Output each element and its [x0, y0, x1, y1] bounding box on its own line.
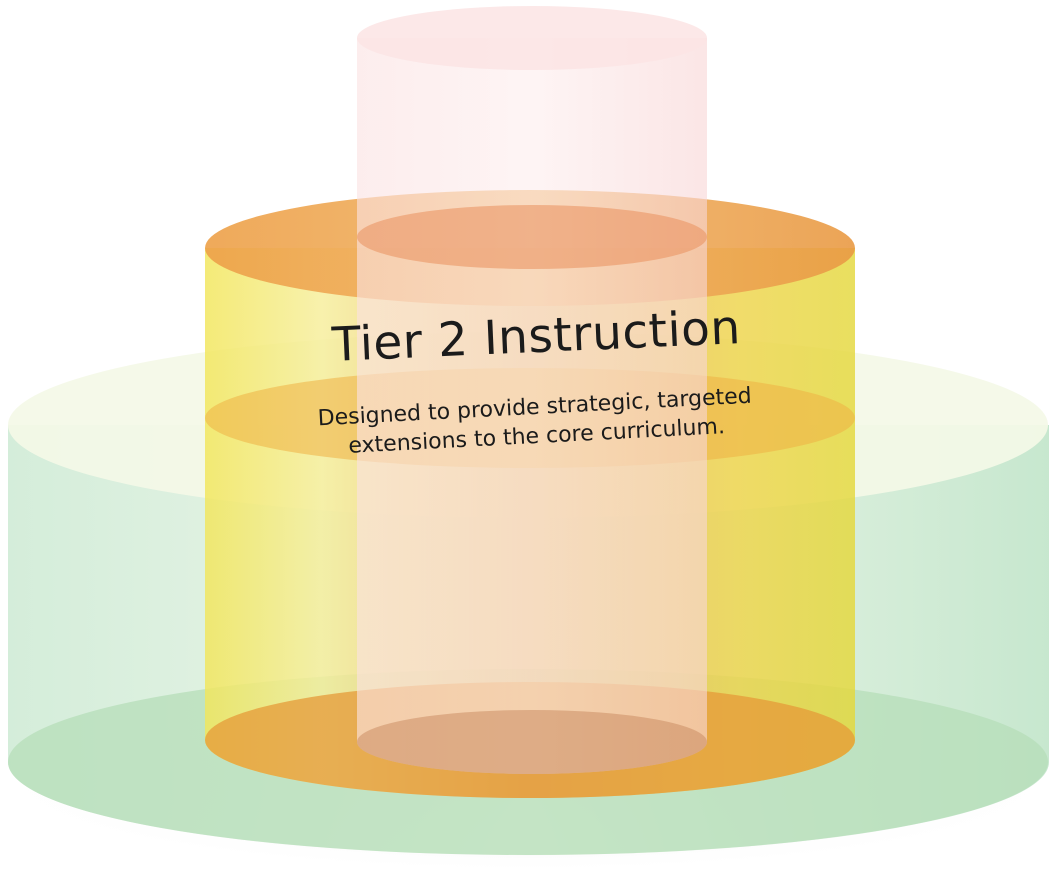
tier-3-bottom [357, 710, 707, 774]
tier-3-top [357, 6, 707, 70]
tier-3-inner-disk [357, 205, 707, 269]
tier-3-cylinder [357, 6, 707, 774]
